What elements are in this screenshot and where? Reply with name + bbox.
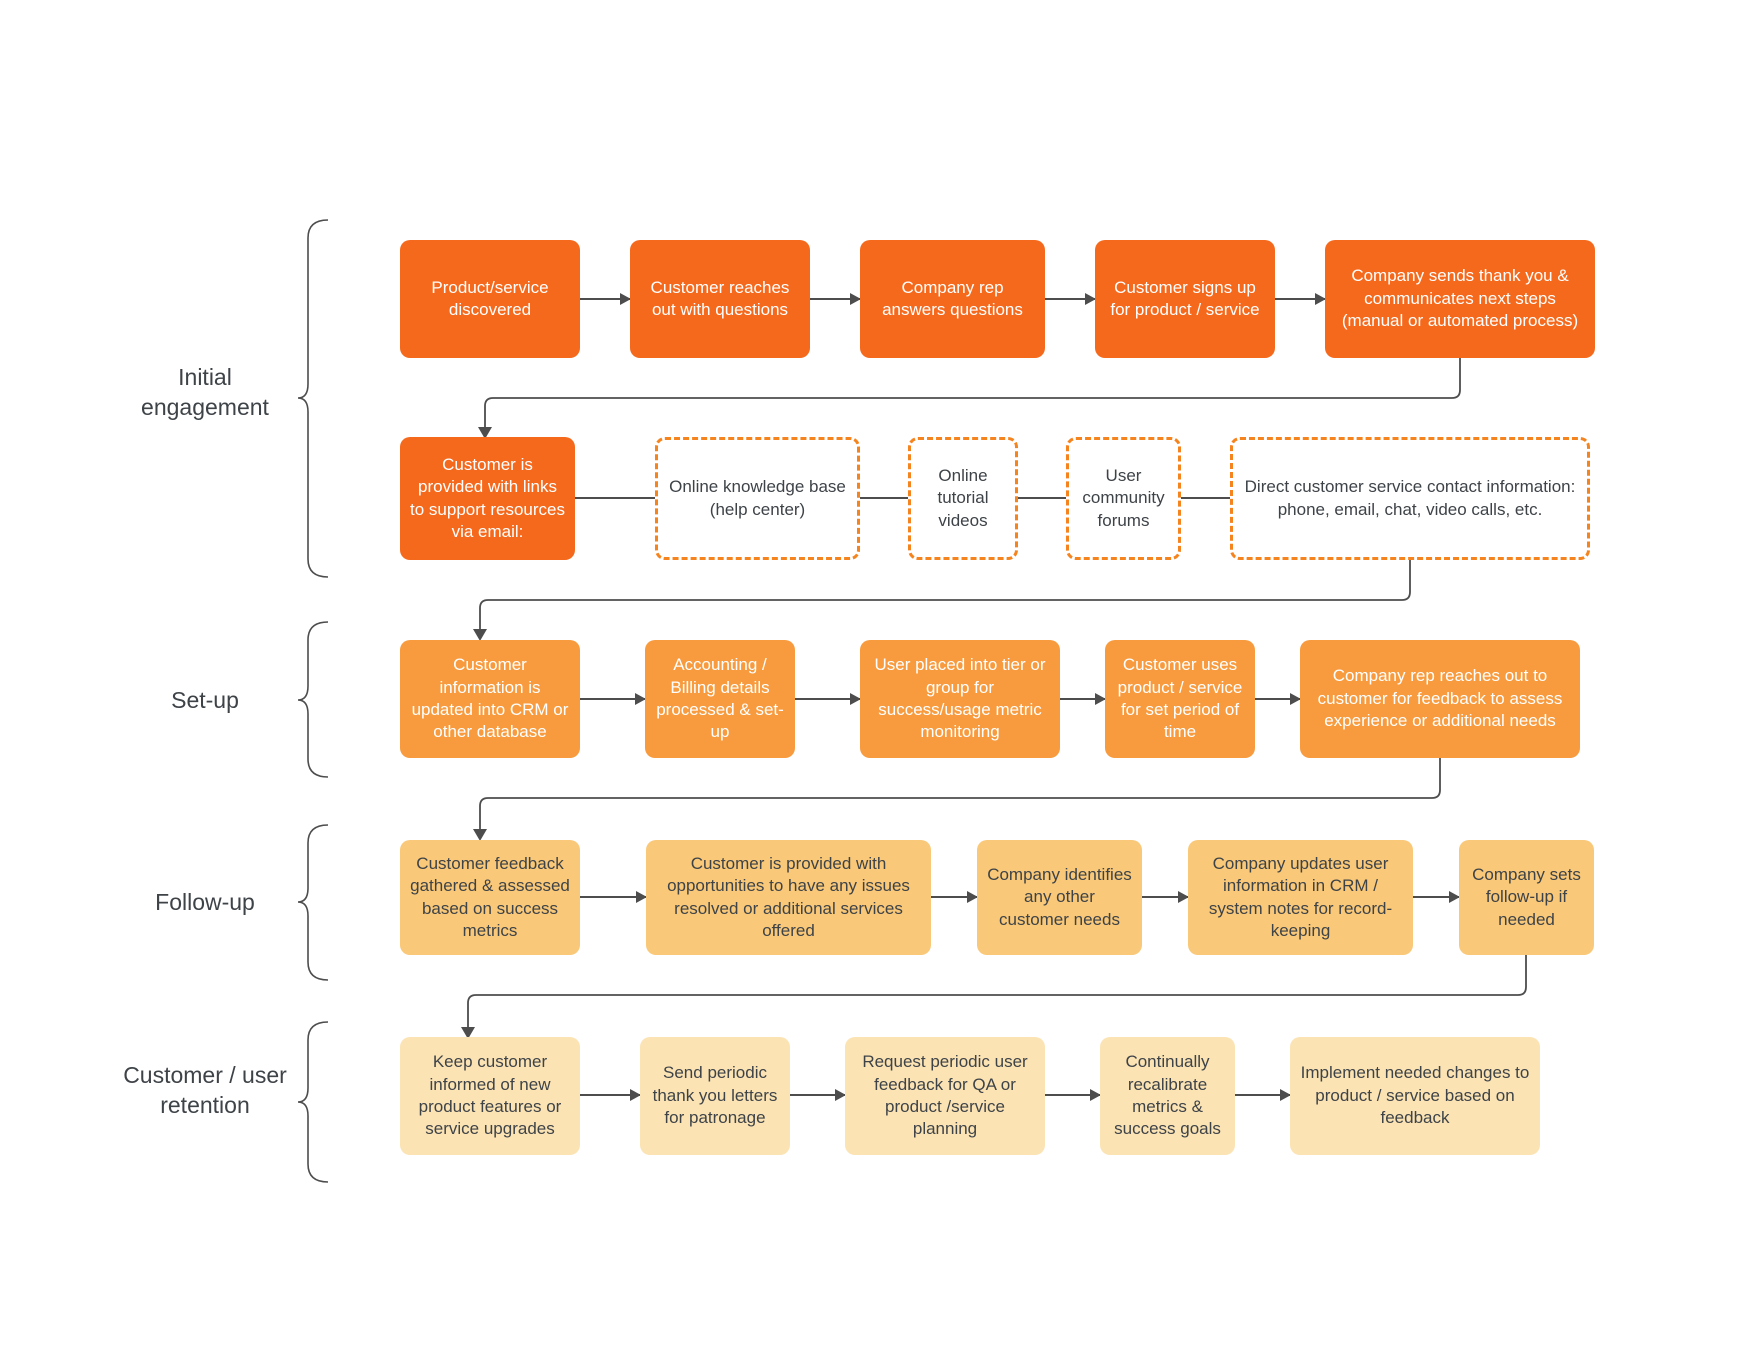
step-recalibrate-metrics: Continually recalibrate metrics & succes… <box>1100 1037 1235 1155</box>
arrow-right-connector <box>790 1089 846 1101</box>
section-label-line: engagement <box>141 394 269 420</box>
step-company-rep-answers: Company rep answers questions <box>860 240 1045 358</box>
elbow-connector-row3-to-row4 <box>479 758 1441 830</box>
section-label-line: Set-up <box>171 687 239 713</box>
arrow-right-connector <box>1045 293 1096 305</box>
line-connector <box>1181 497 1230 499</box>
section-label-retention: Customer / user retention <box>75 1060 335 1120</box>
step-keep-customer-informed: Keep customer informed of new product fe… <box>400 1037 580 1155</box>
elbow-connector-row2-to-row3 <box>479 560 1411 630</box>
step-support-resource-links: Customer is provided with links to suppo… <box>400 437 575 560</box>
arrow-right-connector <box>1142 891 1189 903</box>
step-customer-signs-up: Customer signs up for product / service <box>1095 240 1275 358</box>
arrow-right-connector <box>1255 693 1301 705</box>
resource-direct-contact-info: Direct customer service contact informat… <box>1230 437 1590 560</box>
step-update-crm-notes: Company updates user information in CRM … <box>1188 840 1413 955</box>
arrow-right-connector <box>580 293 631 305</box>
step-identify-customer-needs: Company identifies any other customer ne… <box>977 840 1142 955</box>
arrow-right-connector <box>931 891 978 903</box>
step-rep-reaches-out-feedback: Company rep reaches out to customer for … <box>1300 640 1580 758</box>
arrow-right-connector <box>795 693 861 705</box>
arrow-right-connector <box>1275 293 1326 305</box>
step-request-periodic-feedback: Request periodic user feedback for QA or… <box>845 1037 1045 1155</box>
section-label-line: Initial <box>178 364 232 390</box>
line-connector <box>1018 497 1066 499</box>
arrow-right-connector <box>1235 1089 1291 1101</box>
step-issues-resolved-services-offered: Customer is provided with opportunities … <box>646 840 931 955</box>
section-label-follow-up: Follow-up <box>75 887 335 917</box>
resource-online-knowledge-base: Online knowledge base (help center) <box>655 437 860 560</box>
line-connector <box>860 497 908 499</box>
arrow-right-connector <box>580 693 646 705</box>
elbow-connector-row1-to-row2 <box>484 358 1461 428</box>
arrow-right-connector <box>1060 693 1106 705</box>
step-customer-reaches-out: Customer reaches out with questions <box>630 240 810 358</box>
step-sets-follow-up: Company sets follow-up if needed <box>1459 840 1594 955</box>
step-feedback-gathered: Customer feedback gathered & assessed ba… <box>400 840 580 955</box>
step-product-service-discovered: Product/service discovered <box>400 240 580 358</box>
arrow-right-connector <box>580 891 647 903</box>
arrow-right-connector <box>1045 1089 1101 1101</box>
step-accounting-billing: Accounting / Billing details processed &… <box>645 640 795 758</box>
elbow-connector-row4-to-row5 <box>467 955 1527 1028</box>
line-connector <box>575 497 655 499</box>
step-implement-changes: Implement needed changes to product / se… <box>1290 1037 1540 1155</box>
resource-user-community-forums: User community forums <box>1066 437 1181 560</box>
section-label-initial-engagement: Initial engagement <box>75 362 335 422</box>
resource-online-tutorial-videos: Online tutorial videos <box>908 437 1018 560</box>
step-customer-info-crm: Customer information is updated into CRM… <box>400 640 580 758</box>
arrow-right-connector <box>810 293 861 305</box>
step-user-tier-placement: User placed into tier or group for succe… <box>860 640 1060 758</box>
section-label-line: Customer / user <box>123 1062 287 1088</box>
arrow-right-connector <box>1413 891 1460 903</box>
section-label-set-up: Set-up <box>75 685 335 715</box>
section-label-line: Follow-up <box>155 889 255 915</box>
section-label-line: retention <box>160 1092 250 1118</box>
step-periodic-thank-you-letters: Send periodic thank you letters for patr… <box>640 1037 790 1155</box>
step-company-sends-thank-you: Company sends thank you & communicates n… <box>1325 240 1595 358</box>
step-customer-uses-product: Customer uses product / service for set … <box>1105 640 1255 758</box>
arrow-right-connector <box>580 1089 641 1101</box>
